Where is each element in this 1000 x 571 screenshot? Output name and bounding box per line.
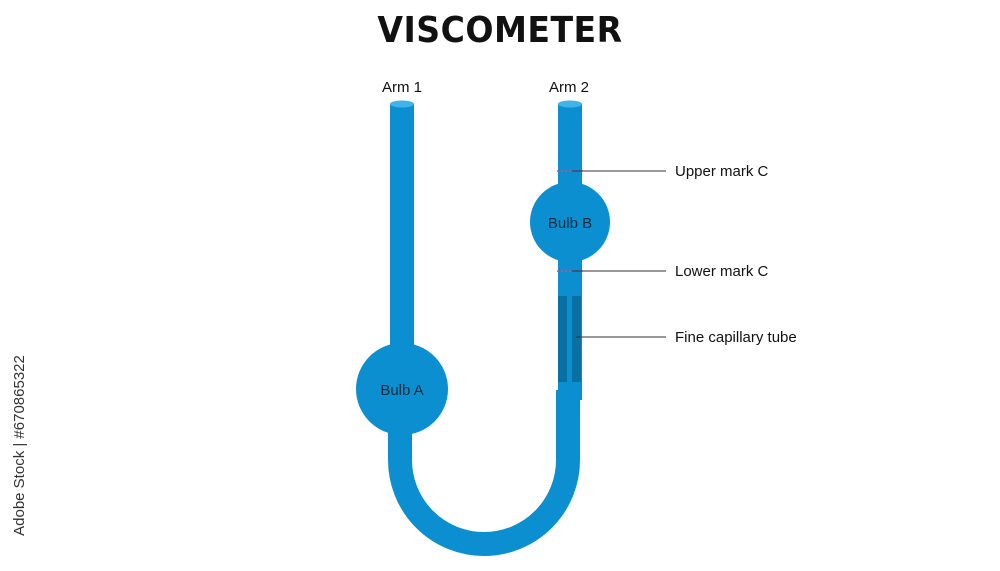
bulb-a	[356, 343, 448, 435]
stock-watermark: Adobe Stock | #670865322	[4, 330, 34, 560]
capillary-right	[572, 296, 581, 382]
capillary-left	[558, 296, 567, 382]
bulb-b-label: Bulb B	[548, 215, 592, 232]
u-bend	[388, 390, 580, 556]
arm-1-opening	[390, 100, 414, 108]
bulb-b	[530, 182, 610, 262]
watermark-text: Adobe Stock | #670865322	[10, 354, 28, 536]
arm-1-label: Arm 1	[382, 79, 422, 96]
upper-mark-label: Upper mark C	[675, 163, 769, 180]
arm-2-opening	[558, 100, 582, 108]
lower-mark-label: Lower mark C	[675, 263, 769, 280]
arm-1-tube	[390, 104, 414, 374]
capillary-label: Fine capillary tube	[675, 329, 797, 346]
bulb-a-label: Bulb A	[380, 382, 423, 399]
diagram-title: VISCOMETER	[377, 10, 623, 51]
arm-2-label: Arm 2	[549, 79, 589, 96]
